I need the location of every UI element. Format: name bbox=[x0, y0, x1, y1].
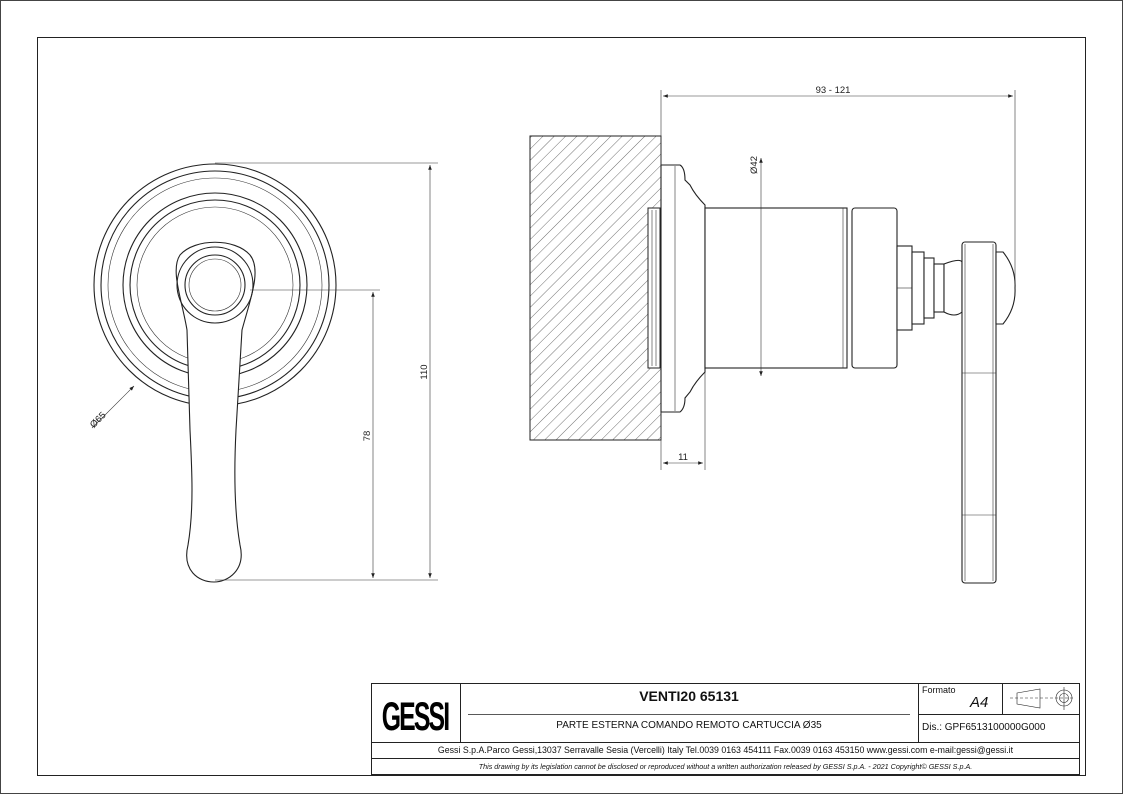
drawing-frame bbox=[37, 37, 1086, 776]
dim-plate-thickness: 11 bbox=[678, 452, 688, 463]
svg-text:GESSI: GESSI bbox=[382, 695, 449, 739]
drawing-number: Dis.: GPF6513100000G000 bbox=[922, 722, 1046, 733]
projection-symbol-icon bbox=[1010, 687, 1075, 710]
dim-plate-diameter: Ø65 bbox=[88, 410, 108, 430]
format-value: A4 bbox=[970, 694, 989, 711]
company-info: Gessi S.p.A.Parco Gessi,13037 Serravalle… bbox=[437, 745, 1014, 755]
gessi-logo: GESSI bbox=[382, 695, 451, 739]
dim-body-diameter: Ø42 bbox=[749, 156, 760, 174]
format-label: Formato bbox=[922, 685, 956, 695]
dim-overall-height: 110 bbox=[419, 364, 430, 379]
side-view bbox=[529, 90, 1016, 584]
copyright-disclaimer: This drawing by its legislation cannot b… bbox=[478, 762, 973, 771]
product-description: PARTE ESTERNA COMANDO REMOTO CARTUCCIA Ø… bbox=[556, 720, 822, 731]
title-block-frame bbox=[371, 683, 1080, 775]
dim-lever-length: 78 bbox=[362, 431, 373, 442]
front-view bbox=[91, 162, 438, 583]
dim-depth-range: 93 - 121 bbox=[816, 85, 851, 96]
product-title: VENTI20 65131 bbox=[639, 688, 739, 704]
